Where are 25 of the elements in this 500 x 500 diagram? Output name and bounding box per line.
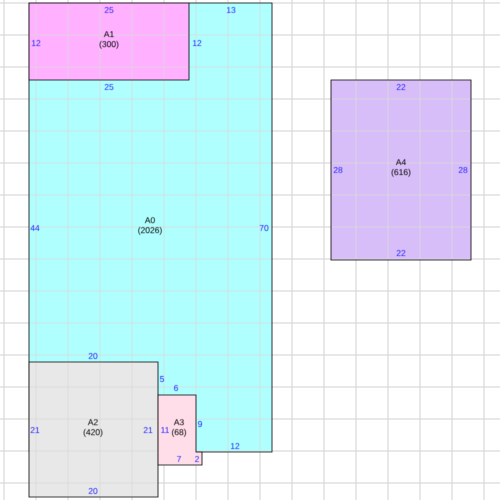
area-label: A3 (68): [172, 419, 186, 437]
dimension-label: 11: [161, 427, 169, 433]
area-label: A4 (616): [392, 159, 410, 177]
dimension-label: 7: [177, 456, 181, 462]
dimension-label: 44: [30, 225, 40, 231]
area-label: A1 (300): [100, 31, 118, 49]
dimension-label: 22: [396, 84, 406, 90]
dimension-label: 12: [32, 40, 40, 46]
area-label: A0 (2026): [138, 217, 162, 235]
dimension-label: 20: [88, 488, 98, 494]
dimension-label: 6: [174, 385, 178, 391]
dimension-label: 9: [198, 421, 202, 427]
dimension-label: 2: [195, 456, 199, 462]
dimension-label: 13: [226, 7, 236, 13]
dimension-label: 5: [160, 376, 164, 382]
dimension-label: 12: [230, 443, 240, 449]
area-label: A2 (420): [84, 419, 102, 437]
dimension-label: 22: [396, 250, 406, 256]
dimension-label: 28: [334, 167, 342, 173]
dimension-label: 28: [458, 167, 468, 173]
dimension-label: 25: [104, 7, 114, 13]
dimension-label: 21: [30, 427, 40, 433]
area-box: [158, 394, 202, 466]
dimension-label: 70: [260, 225, 268, 231]
dimension-label: 21: [144, 427, 152, 433]
